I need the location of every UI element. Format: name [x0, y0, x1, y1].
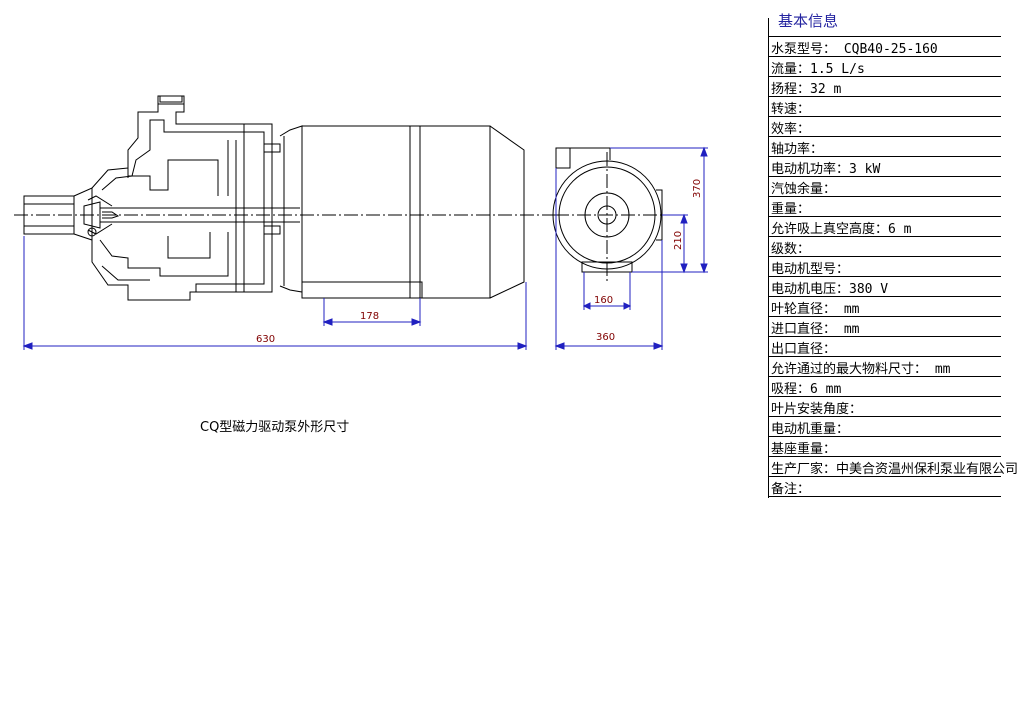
info-row-text: 生产厂家：中美合资温州保利泵业有限公司	[771, 462, 1019, 477]
info-row: 水泵型号： CQB40-25-160	[769, 36, 1001, 57]
dim-end-width: 360	[596, 332, 615, 343]
info-row: 效率：	[769, 116, 1001, 137]
info-panel-title: 基本信息	[776, 10, 841, 31]
pump-outline-drawing: 630 178 360 160 370 210	[14, 95, 708, 350]
info-row-text: 电动机功率：3 kW	[771, 162, 881, 177]
info-row: 生产厂家：中美合资温州保利泵业有限公司	[769, 456, 1018, 477]
drawing-caption: CQ型磁力驱动泵外形尺寸	[200, 420, 350, 435]
info-row-text: 汽蚀余量：	[771, 182, 837, 197]
info-row-text: 流量：1.5 L/s	[771, 62, 865, 77]
info-row: 叶片安装角度：	[769, 396, 1001, 417]
info-row-text: 电动机重量：	[771, 422, 850, 437]
info-row-text: 出口直径：	[771, 342, 837, 357]
info-row: 叶轮直径： mm	[769, 296, 1001, 317]
info-row: 允许通过的最大物料尺寸： mm	[769, 356, 1001, 377]
info-panel: 水泵型号： CQB40-25-160 流量：1.5 L/s 扬程：32 m 转速…	[768, 18, 1018, 498]
info-row-text: 备注：	[771, 482, 811, 497]
dim-overall-length: 630	[256, 334, 275, 345]
end-view	[552, 147, 663, 273]
info-row-text: 电动机电压：380 V	[771, 282, 889, 297]
info-row: 出口直径：	[769, 336, 1001, 357]
motor-body	[301, 125, 525, 299]
info-row-text: 效率：	[771, 122, 811, 137]
info-row: 备注：	[769, 476, 1001, 497]
info-row-text: 水泵型号： CQB40-25-160	[771, 42, 938, 57]
info-row: 级数：	[769, 236, 1001, 257]
info-row-text: 允许通过的最大物料尺寸： mm	[771, 362, 951, 377]
info-row: 吸程：6 mm	[769, 376, 1001, 397]
dim-base-hole-span: 160	[594, 295, 613, 306]
info-row: 允许吸上真空高度：6 m	[769, 216, 1001, 237]
info-row: 重量：	[769, 196, 1001, 217]
dim-shaft-center-height: 210	[673, 231, 684, 250]
info-row: 电动机电压：380 V	[769, 276, 1001, 297]
info-row: 基座重量：	[769, 436, 1001, 457]
info-row-text: 叶轮直径： mm	[771, 302, 860, 317]
info-row-text: 重量：	[771, 202, 811, 217]
suction-nozzle	[23, 187, 93, 241]
info-row-text: 电动机型号：	[771, 262, 850, 277]
info-row: 电动机功率：3 kW	[769, 156, 1001, 177]
info-row-text: 级数：	[771, 242, 811, 257]
info-row-text: 基座重量：	[771, 442, 837, 457]
info-panel-bottom	[769, 496, 1001, 498]
pump-casing	[91, 95, 281, 301]
info-row: 转速：	[769, 96, 1001, 117]
info-row: 流量：1.5 L/s	[769, 56, 1001, 77]
info-row-text: 允许吸上真空高度：6 m	[771, 222, 912, 237]
impeller-shaft	[83, 195, 300, 237]
info-row-text: 吸程：6 mm	[771, 382, 842, 397]
info-row-text: 转速：	[771, 102, 811, 117]
info-row-text: 轴功率：	[771, 142, 824, 157]
info-row: 轴功率：	[769, 136, 1001, 157]
info-row: 进口直径： mm	[769, 316, 1001, 337]
info-row-text: 叶片安装角度：	[771, 402, 863, 417]
info-row: 汽蚀余量：	[769, 176, 1001, 197]
info-row-text: 进口直径： mm	[771, 322, 860, 337]
dim-motor-base-span: 178	[360, 311, 379, 322]
info-row: 电动机型号：	[769, 256, 1001, 277]
info-row: 电动机重量：	[769, 416, 1001, 437]
info-row: 扬程：32 m	[769, 76, 1001, 97]
motor-bracket	[279, 125, 303, 293]
info-row-text: 扬程：32 m	[771, 82, 842, 97]
dim-overall-height: 370	[692, 179, 703, 198]
